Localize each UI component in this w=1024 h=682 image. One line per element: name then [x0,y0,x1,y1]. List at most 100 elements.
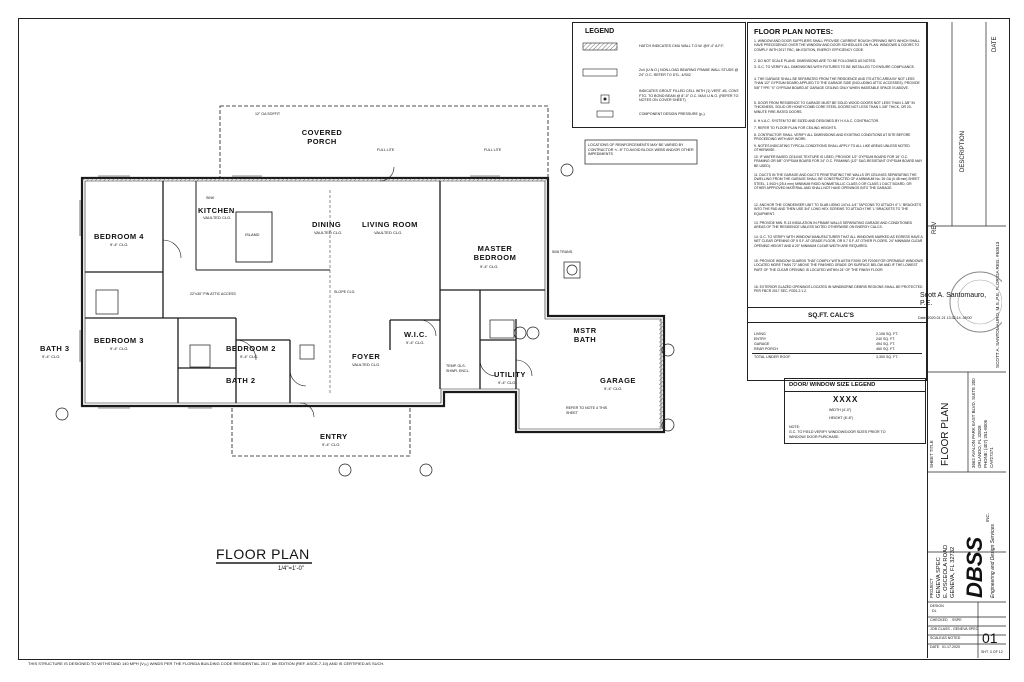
note-14: 14. G.C. TO VERIFY WITH WINDOW MANUFACTU… [754,235,923,248]
tb-firm-address: 3662 AVALON PARK EAST BLVD. SUITE 200 [971,378,976,468]
sqft-row-label: LIVING [754,332,766,336]
door-legend-title: DOOR/ WINDOW SIZE LEGEND [789,382,876,388]
refer-note-label: REFER TO NOTE 4 THIS SHEET [566,406,608,415]
note-7: 7. REFER TO FLOOR PLAN FOR CEILING HEIGH… [754,126,837,130]
tb-logo-tagline: Engineering and Design Services [990,524,996,598]
title-block-grid [928,22,1006,658]
entry-roof-outline [231,405,411,457]
full-lite-label-left: FULL LITE [377,148,395,152]
room-bedroom-3: BEDROOM 3 [94,336,144,345]
tb-scale-label: SCALE [930,636,942,640]
legend-item-pressure: COMPONENT DESIGN PRESSURE (p₀) [639,112,705,116]
note-10: 10. IF WATER BASED CEILING TEXTURE IS US… [754,155,923,168]
tb-sheet-count: SHT. 3 OF 12 [981,650,1003,654]
note-11: 11. DUCTS IN THE GARAGE AND DUCTS PENETR… [754,173,920,190]
room-bath-3: BATH 3 [40,344,70,353]
note-15: 15. PROVIDE WINDOW GUARDS THAT COMPLY WI… [754,259,923,272]
room-garage-ceiling: 9'-4" CLG. [604,386,623,391]
tb-firm-phone: PHONE: (407) 251-8006 [983,419,988,468]
tb-design-value: DL [932,609,937,613]
door-legend-note-label: NOTE: [789,425,800,429]
room-dining-ceiling: VAULTED CLG. [314,230,343,235]
attic-access-label: 22"x30" PIN ATTIC ACCESS [190,292,236,296]
title-block: REV DESCRIPTION DATE SCOTT A. SANTOMAURO… [927,22,1006,658]
legend-title: LEGEND [585,28,615,35]
drawing-title: FLOOR PLAN [216,546,310,562]
slope-clg-label: SLOPE CLG. [334,290,356,294]
room-dining: DINING [312,220,342,229]
tb-firm-license: CA#27371 [989,447,994,468]
sqft-calcs: SQ.FT. CALC'S LIVING 2,106 SQ. FT. ENTRY… [747,307,927,381]
tb-firm-city: ORLANDO, FL 32828 [977,425,982,468]
drawing-sheet-border [18,18,1010,660]
room-utility: UTILITY [494,370,526,379]
tb-sheet-title: FLOOR PLAN [940,402,951,466]
legend-box: LEGEND HATCH INDICATES CMU WALL T.O.W. @… [572,22,746,128]
door-window-legend: DOOR/ WINDOW SIZE LEGEND XXXX WIDTH (4'-… [784,378,926,444]
room-bedroom-3-ceiling: 9'-4" CLG. [110,346,129,351]
tb-project-label: PROJECT [929,578,934,598]
room-wic-ceiling: 9'-4" CLG. [406,340,425,345]
door-legend-note: G.C. TO FIELD VERIFY WINDOW/DOOR SIZES P… [789,430,886,439]
door-legend-height: HEIGHT (6'-8") [829,416,854,420]
sink-label: SINK [206,196,215,200]
note-4: 4. THE GARAGE SHALL BE SEPARATED FROM TH… [754,77,920,90]
kitchen-island [235,211,273,263]
legend-symbols [582,42,618,118]
tb-scale-value: AS NOTED [942,636,961,640]
room-living-ceiling: VAULTED CLG. [374,230,403,235]
legend-item-cmu: HATCH INDICATES CMU WALL T.O.W. @9'-4" A… [639,44,725,48]
note-6: 6. H.V.A.C. SYSTEM TO BE SIZED AND DESIG… [754,119,879,123]
reinforcement-note: LOCATIONS OF REINFORCEMENTS MAY BE VARIE… [588,143,694,157]
sqft-row-value: 460 SQ. FT. [876,347,896,351]
sqft-row-value: 2,106 SQ. FT. [876,332,899,336]
room-foyer-ceiling: VAULTED CLG. [352,362,381,367]
room-master: MASTER BEDROOM [473,244,517,262]
note-8: 8. CONTRACTOR SHALL VERIFY ALL DIMENSION… [754,133,911,142]
notes-title: FLOOR PLAN NOTES: [754,27,834,36]
wind-design-note: THIS STRUCTURE IS DESIGNED TO WITHSTAND … [28,661,385,666]
room-utility-ceiling: 9'-4" CLG. [498,380,517,385]
room-foyer: FOYER [352,352,381,361]
tb-rev-label: REV [932,221,938,234]
sqft-row-value: 240 SQ. FT. [876,337,896,341]
tb-project-name: GENEVA SPEC [936,557,942,598]
tb-date-label: DATE [992,36,998,52]
tb-checked-value: SSPE [952,618,962,622]
tb-checked-label: CHECKED [930,618,948,622]
transom-label: 50/8 TRANS. [552,250,574,254]
tb-logo-inc: INC. [985,513,990,522]
tb-project-address: E. OSCEOLA ROAD [943,544,949,598]
note-5: 5. DOOR FROM RESIDENCE TO GARAGE MUST BE… [754,101,915,114]
seal-date: Date: 2020.01.21 13:32:14 -05'00' [918,316,973,320]
temp-glass-label: TEMP. GLS. SHWR. ENCL. [446,364,470,373]
legend-item-grout: INDICATES GROUT FILLED CELL WITH (1) VER… [639,89,740,103]
legend-item-frame-wall: 2x4 (U.N.O.) NON-LOAD BEARING FRAME WALL… [639,68,739,77]
porch-roof-outline [219,105,549,179]
note-12: 12. ANCHOR THE CONDENSER UNIT TO SLAB US… [754,203,922,216]
floor-plan-notes: FLOOR PLAN NOTES: 1. WINDOW AND DOOR SUP… [747,22,927,379]
sqft-row-label: REAR PORCH [754,347,778,351]
sqft-row-value: 494 SQ. FT. [876,342,896,346]
tb-job-value: CLASS - GENEVA SPEC [938,627,979,631]
engineer-seal: Scott A. Santomauro, P.E. Date: 2020.01.… [918,240,1011,364]
door-legend-width: WIDTH (4'-0") [829,408,852,412]
room-wic: W.I.C. [404,330,428,339]
tb-sheet-number: 01 [982,630,998,646]
seal-name: Scott A. Santomauro, P.E. [920,292,987,307]
tb-design-label: DESIGN [930,604,944,608]
tb-description-label: DESCRIPTION [960,130,966,172]
room-bedroom-4-ceiling: 9'-4" CLG. [110,242,129,247]
sqft-total-value: 3,300 SQ. FT. [876,355,899,359]
soffit-label: 12" OA SOFFIT [255,112,281,116]
tb-date-value: 01.17.2020 [942,645,960,649]
room-living: LIVING ROOM [362,220,418,229]
drawing-scale: 1/4"=1'-0" [278,566,304,572]
sqft-title: SQ.FT. CALC'S [808,312,854,319]
room-kitchen: KITCHEN [198,206,235,215]
note-1: 1. WINDOW AND DOOR SUPPLIERS SHALL PROVI… [754,39,921,52]
exterior-wall [80,176,666,434]
tb-job-label: JOB [930,627,937,631]
tb-date-value-label: DATE [930,645,940,649]
